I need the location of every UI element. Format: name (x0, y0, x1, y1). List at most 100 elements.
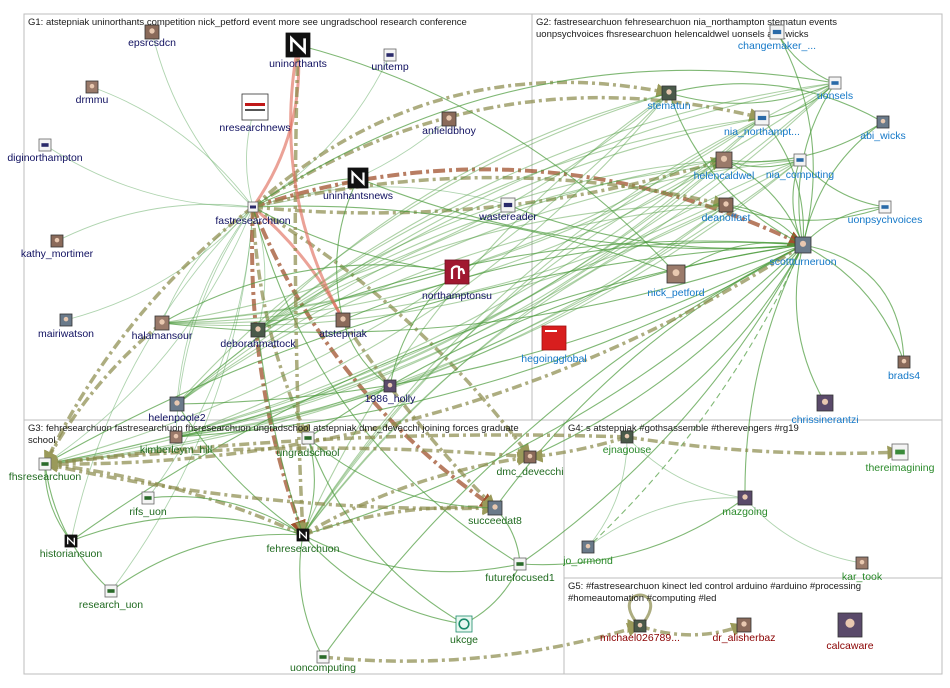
node-succeedat8[interactable]: succeedat8 (468, 500, 522, 527)
edge-fastresearchuon-futurefocused1 (252, 206, 521, 565)
red-logo-icon (541, 325, 567, 351)
node-dr_alisherbaz[interactable]: dr_alisherbaz (712, 617, 776, 644)
edge-nia_northampt-fhsresearchuon (44, 117, 763, 466)
node-changemaker[interactable]: changemaker_... (738, 24, 816, 52)
edge-stematun-deborahmattock (257, 92, 670, 331)
node-historiansuon[interactable]: historiansuon (40, 534, 103, 560)
node-drmmu[interactable]: drmmu (76, 80, 109, 106)
edge-nia_computing-kimberleym_hill (175, 159, 801, 440)
edge-nia_northampt-halamansour (161, 117, 763, 326)
edge-nia_computing-uonpsychvoices (799, 159, 886, 209)
node-uoncomputing[interactable]: uoncomputing (290, 650, 356, 674)
edge-uninorthants-atstepniak (289, 44, 345, 321)
photo-icon (169, 430, 183, 444)
photo-icon (633, 619, 647, 633)
node-ukcge[interactable]: ukcge (450, 615, 478, 646)
node-wastereader[interactable]: wastereader (478, 197, 537, 223)
node-ejnagouse[interactable]: ejnagouse (603, 430, 652, 456)
edge-fastresearchuon-halamansour (161, 206, 254, 324)
logo-icon (141, 491, 155, 505)
node-nia_computing[interactable]: nia_computing (766, 153, 834, 181)
node-unitemp[interactable]: unitemp (371, 48, 409, 73)
node-deborahmattock[interactable]: deborahmattock (220, 322, 296, 350)
node-calcaware[interactable]: calcaware (826, 612, 874, 652)
edge-fhsresearchuon-succeedat8 (44, 462, 497, 516)
edge-fastresearchuon-scottturneruon (252, 167, 805, 247)
edge-scottturneruon-fhsresearchuon (43, 243, 804, 472)
edge-ungradschool-succeedat8 (307, 437, 496, 511)
node-label-uoncomputing: uoncomputing (290, 662, 356, 674)
node-abi_wicks[interactable]: abi_wicks (860, 115, 906, 142)
node-nresearchnews[interactable]: nresearchnews (219, 93, 291, 134)
edge-scottturneruon-kimberleym_hill (175, 244, 804, 440)
logo-icon (828, 76, 842, 90)
node-label-hegoingglobal: hegoingglobal (521, 353, 586, 365)
node-michael026789[interactable]: michael026789... (600, 619, 680, 644)
group-label-g5-line2: #homeautomation #computing #led (568, 593, 716, 604)
photo-icon (487, 500, 503, 516)
node-diginorthampton[interactable]: diginorthampton (7, 138, 83, 164)
node-fhsresearchuon[interactable]: fhsresearchuon (9, 457, 82, 483)
node-holly1986[interactable]: 1986_holly (365, 379, 417, 405)
node-rifs_uon[interactable]: rifs_uon (129, 491, 167, 518)
photo-icon (169, 396, 185, 412)
node-thereimagining[interactable]: thereimagining (866, 443, 935, 474)
node-brads4[interactable]: brads4 (888, 355, 920, 382)
node-nick_petford[interactable]: nick_petford (647, 264, 705, 299)
node-kimberleym_hill[interactable]: kimberleym_hill (140, 430, 212, 456)
node-mairiwatson[interactable]: mairiwatson (38, 313, 94, 340)
node-fastresearchuon[interactable]: fastresearchuon (215, 201, 291, 227)
edge-ejnagouse-thereimagining (626, 435, 902, 460)
node-kar_took[interactable]: kar_took (842, 556, 883, 583)
node-dmc_devecchi[interactable]: dmc_devecchi (496, 450, 564, 478)
edge-stematun-abi_wicks (668, 83, 884, 123)
node-label-anfieldbhoy: anfieldbhoy (422, 125, 476, 137)
logo-icon (38, 138, 52, 152)
node-hegoingglobal[interactable]: hegoingglobal (521, 325, 587, 365)
node-fehresearchuon[interactable]: fehresearchuon (267, 528, 340, 555)
node-northamptonsu[interactable]: northamptonsu (422, 259, 492, 302)
node-stematun[interactable]: stematun (647, 85, 691, 112)
edge-northamptonsu-halamansour (161, 264, 458, 324)
photo-icon (50, 234, 64, 248)
photo-icon (715, 151, 733, 169)
edge-fastresearchuon-helenpoole2 (176, 206, 254, 405)
node-label-dmc_devecchi: dmc_devecchi (496, 466, 563, 478)
node-helenpoole2[interactable]: helenpoole2 (148, 396, 206, 424)
node-jo_ormond[interactable]: jo_ormond (562, 540, 613, 567)
node-kathy_mortimer[interactable]: kathy_mortimer (21, 234, 94, 260)
logo-icon (793, 153, 807, 167)
node-anfieldbhoy[interactable]: anfieldbhoy (422, 111, 477, 137)
edge-fastresearchuon-fhsresearchuon (44, 206, 254, 465)
node-futurefocused1[interactable]: futurefocused1 (485, 557, 555, 584)
node-uninorthants[interactable]: uninorthants (269, 32, 327, 70)
edge-scottturneruon-atstepniak (342, 241, 804, 321)
node-helencaldwel[interactable]: helencaldwel (694, 151, 755, 182)
node-atstepniak[interactable]: atstepniak (319, 312, 368, 340)
logo-icon (891, 443, 909, 461)
edge-brads4-scottturneruon (802, 243, 905, 363)
logo-icon (754, 110, 770, 126)
edge-fehresearchuon-dmc_devecchi (302, 451, 532, 537)
node-uninhantsnews[interactable]: uninhantsnews (323, 167, 393, 202)
node-halamansour[interactable]: halamansour (132, 315, 193, 342)
node-research_uon[interactable]: research_uon (79, 584, 143, 611)
node-ungradschool[interactable]: ungradschool (276, 431, 340, 459)
node-nia_northampt[interactable]: nia_northampt... (724, 110, 800, 138)
node-label-fhsresearchuon: fhsresearchuon (9, 471, 82, 483)
edge-mazgoing-kar_took (744, 497, 863, 564)
edge-fastresearchuon-historiansuon (70, 206, 254, 542)
node-label-nia_northampt: nia_northampt... (724, 126, 800, 138)
edge-helencaldwel-deborahmattock (257, 159, 725, 331)
node-label-historiansuon: historiansuon (40, 548, 103, 560)
edge-fastresearchuon-epsrcsdcn (151, 31, 254, 208)
logo-icon (247, 201, 259, 213)
node-deanoffast[interactable]: deanoffast (702, 197, 751, 224)
node-mazgoing[interactable]: mazgoing (722, 490, 768, 518)
node-uonsels[interactable]: uonsels (817, 76, 853, 102)
edge-fehresearchuon-ukcge (302, 534, 465, 626)
node-uonpsychvoices[interactable]: uonpsychvoices (848, 200, 923, 226)
node-chrissinerantzi[interactable]: chrissinerantzi (791, 394, 859, 426)
node-scottturneruon[interactable]: scottturneruon (769, 236, 837, 268)
node-epsrcsdcn[interactable]: epsrcsdcn (128, 24, 176, 49)
